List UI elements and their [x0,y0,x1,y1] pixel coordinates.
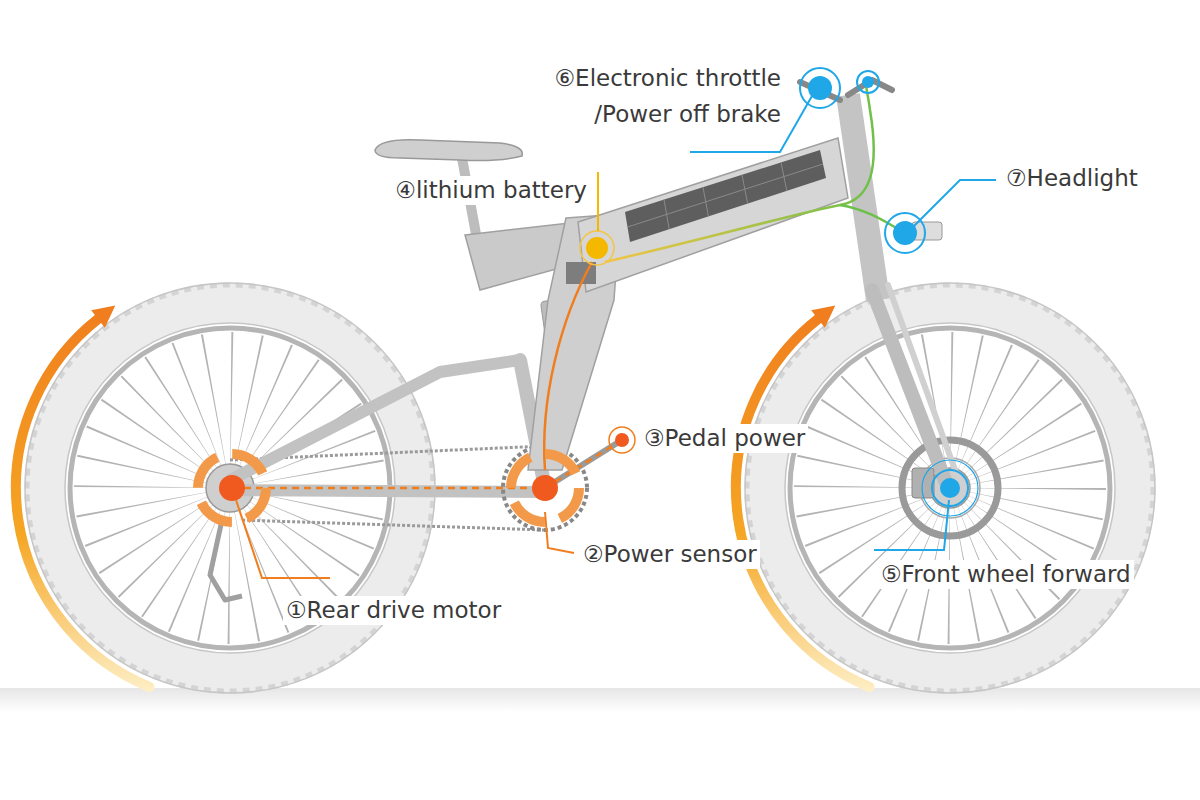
tire-edge [785,323,1115,653]
headlight-dot [893,221,917,245]
leader-line [874,500,949,550]
leader-line [914,180,996,226]
callout-label: ⑤Front wheel forward [878,560,1134,589]
battery-dot [586,237,608,259]
sensor-ring [511,454,579,522]
tire-tread [747,285,1153,691]
sensor-dot [532,475,558,501]
callout-label: ③Pedal power [641,424,808,453]
power-wire [544,262,592,470]
rotation-arrow [16,319,150,687]
leader-line [236,500,330,578]
arrow-head [811,305,835,327]
front-wheel [745,283,1155,693]
head-tube [848,95,878,300]
brake-ring [857,71,879,93]
chainstay [230,490,545,492]
power-flow [232,487,545,490]
motor-dot [219,475,245,501]
rim [790,328,1110,648]
callout-label: ①Rear drive motor [283,596,504,625]
tire-edge [745,283,1155,693]
front-hub-dot [940,478,960,498]
saddle [375,140,522,161]
arrow-head [91,305,115,327]
spokes [872,410,1028,566]
pedal-ring [609,427,635,453]
callout-label: ②Power sensor [580,540,760,569]
fork [872,290,948,488]
callout-label: ⑥Electronic throttle /Power off brake [478,60,784,132]
leader-line [597,172,599,231]
headlight-ring [885,213,925,253]
derailleur [210,520,242,600]
tire [765,303,1135,673]
battery-tube [578,138,848,292]
rotation-arrow [736,319,870,687]
chain [240,520,545,530]
battery-ring [580,231,614,265]
motor-ring [198,454,266,522]
ground-shadow [0,688,1200,712]
brake-dot [862,76,874,88]
front-hub-ring [922,460,978,516]
callout-label: ⑦Headlight [1003,164,1141,193]
throttle-ring [800,68,840,108]
swingarm [230,360,520,480]
callout-label: ④lithium battery [392,176,590,205]
battery-grid [628,162,824,229]
down-frame [528,214,620,470]
pedal-dot [615,433,629,447]
fork-stanchion [888,285,958,478]
battery-cells [625,150,826,242]
front-hub-ring [932,470,968,506]
leader-line [545,512,574,553]
